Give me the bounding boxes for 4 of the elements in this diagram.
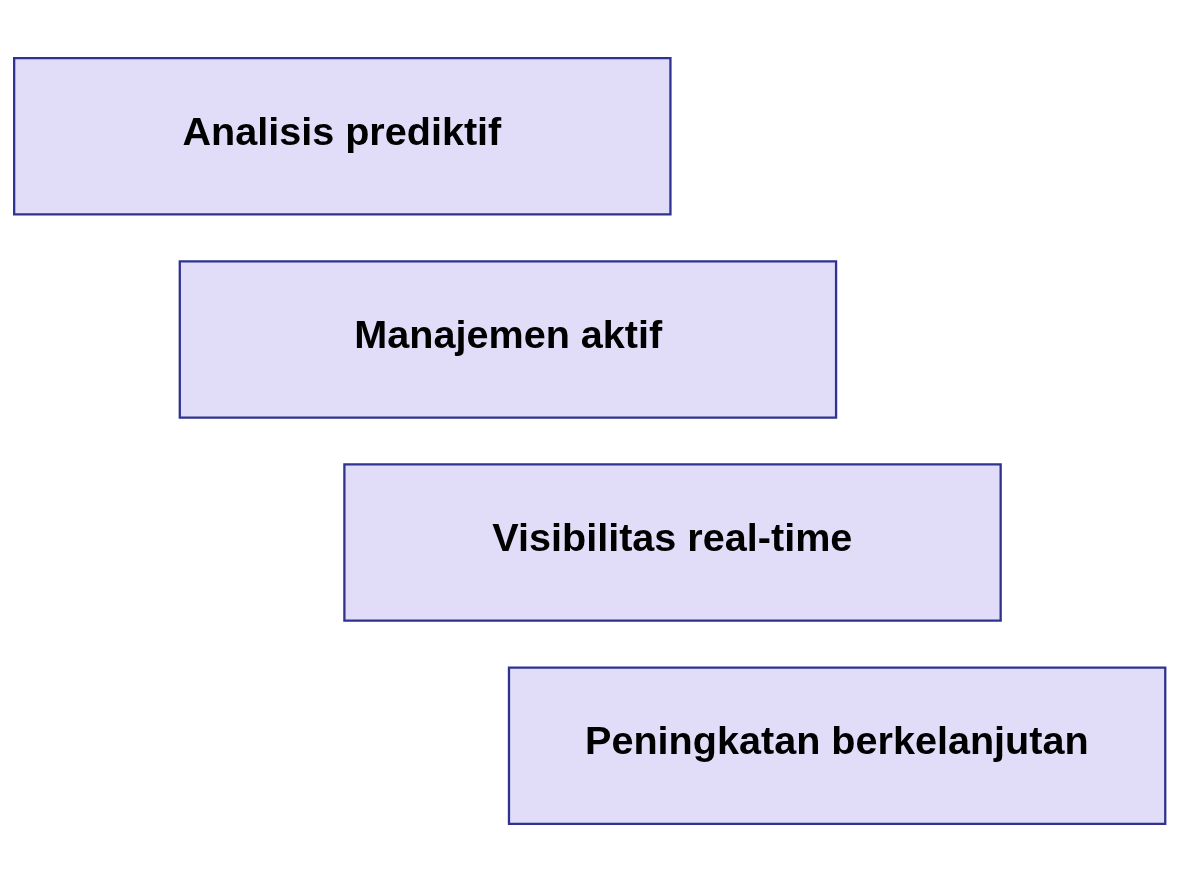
node-box: Visibilitas real-time (343, 462, 1002, 622)
node-box: Peningkatan berkelanjutan (507, 665, 1167, 825)
node-box: Analisis prediktif (13, 56, 672, 216)
node-box: Manajemen aktif (178, 259, 838, 419)
